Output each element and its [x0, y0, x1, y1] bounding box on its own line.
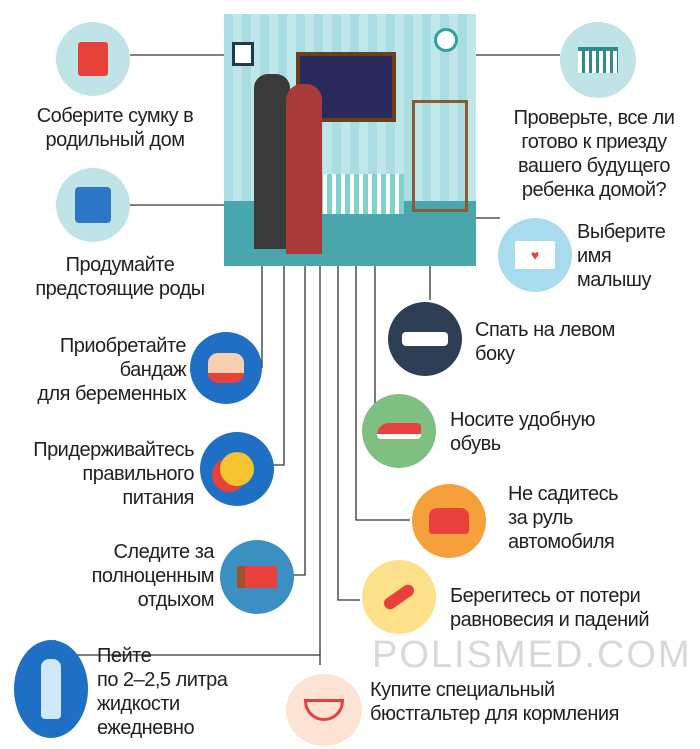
falling-person-icon	[362, 560, 436, 634]
nursery-family-illustration	[224, 14, 476, 266]
bed-night-icon	[220, 540, 294, 614]
healthy-food-icon	[200, 432, 274, 506]
shopping-bag-icon	[78, 42, 108, 76]
nursing-bra-icon	[286, 674, 362, 746]
item-icon-doctor	[56, 168, 130, 242]
maternity-belt-icon	[190, 332, 262, 404]
sneaker-icon	[362, 394, 436, 468]
car-icon	[412, 484, 486, 558]
sleeping-person-icon	[388, 302, 462, 376]
envelope-heart-icon: ♥	[498, 218, 572, 292]
doctor-hospital-icon	[75, 187, 111, 223]
item-icon-bag	[56, 22, 130, 96]
water-bottle-icon	[14, 640, 88, 738]
watermark: POLISMED.COM	[372, 634, 692, 676]
baby-crib-icon	[560, 22, 636, 98]
